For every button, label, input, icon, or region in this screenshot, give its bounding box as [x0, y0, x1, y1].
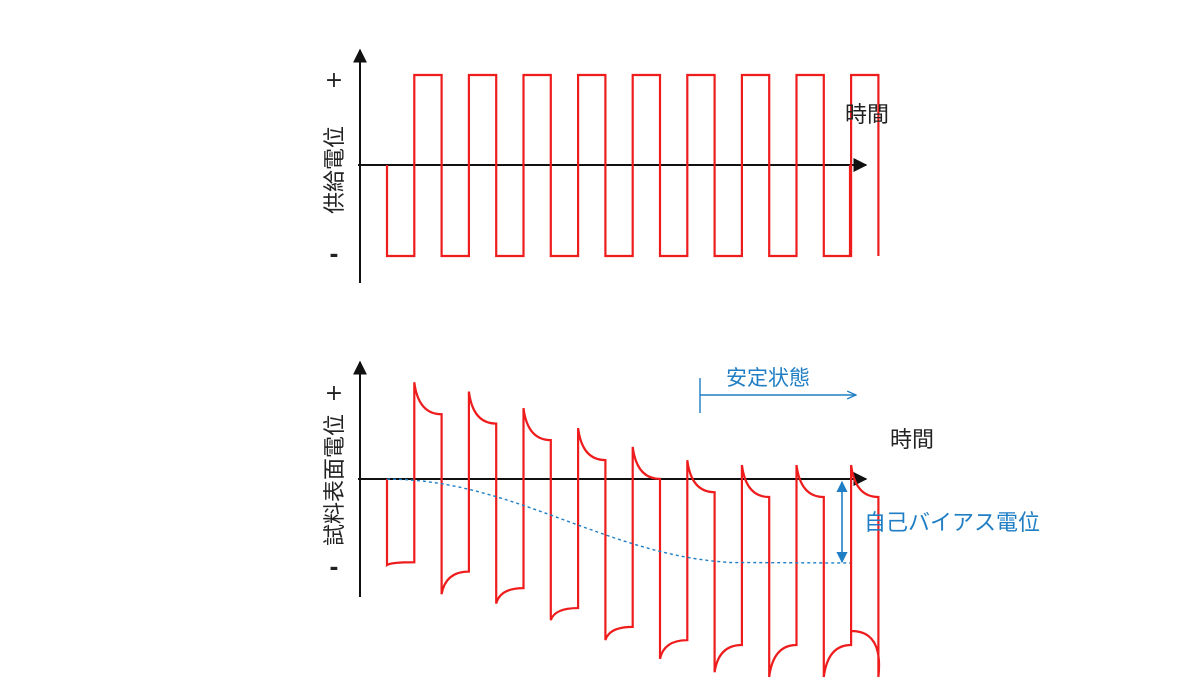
self-bias-label: 自己バイアス電位 [864, 511, 1040, 536]
supply-potential-chart: + - 供給電位 時間 [323, 48, 889, 283]
bottom-minus-sign: - [329, 556, 338, 581]
top-minus-sign: - [329, 243, 338, 268]
steady-state-label: 安定状態 [726, 366, 810, 390]
steady-state-annotation: 安定状態 [699, 366, 856, 413]
bottom-plus-sign: + [325, 381, 343, 406]
supply-square-wave [385, 73, 880, 258]
self-bias-annotation: 自己バイアス電位 [836, 480, 1040, 564]
bottom-y-label: 試料表面電位 [323, 414, 348, 546]
surface-potential-wave [385, 382, 881, 678]
top-time-label: 時間 [845, 103, 889, 128]
bottom-time-label: 時間 [890, 428, 934, 453]
self-bias-trend-line [386, 478, 851, 564]
top-y-label: 供給電位 [323, 126, 348, 214]
top-plus-sign: + [325, 68, 343, 93]
surface-potential-chart: + - 試料表面電位 時間 安定状態 自己バイアス電位 [323, 360, 1040, 678]
